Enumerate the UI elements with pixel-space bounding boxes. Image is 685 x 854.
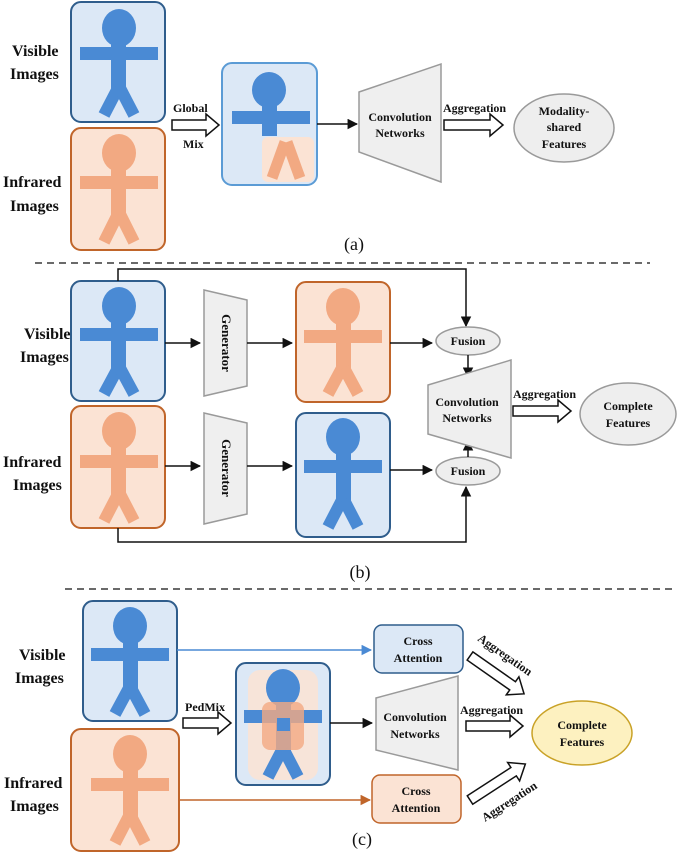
- generator-bottom-label: Generator: [219, 439, 234, 497]
- pedmix-arrow-icon: [182, 710, 233, 736]
- caption-a: (a): [344, 234, 364, 255]
- visible-label-b-line2: Images: [20, 349, 69, 366]
- cross-top-line2: Attention: [394, 651, 443, 665]
- conv-label-a-line2: Networks: [375, 126, 425, 140]
- person-figure-icon: [80, 287, 158, 397]
- visible-image-card-b: [70, 280, 166, 402]
- visible-label-a-line2: Images: [10, 66, 59, 83]
- output-a-line1: Modality-: [539, 104, 590, 118]
- aggregation-arrow-icon: [466, 761, 527, 806]
- bypass-bottom-line: [117, 485, 472, 543]
- pedmix-label: PedMix: [185, 700, 225, 714]
- complete-features-node-c: [531, 700, 633, 766]
- aggregation-label-b: Aggregation: [513, 387, 576, 401]
- output-a-line2: shared: [547, 120, 582, 134]
- pedmix-image-card: [235, 662, 331, 786]
- aggregation-arrow-icon: [512, 398, 573, 424]
- visible-label-c-line2: Images: [15, 670, 64, 687]
- infrared-label-c-line2: Images: [10, 798, 59, 815]
- aggregation-arrow-icon: [465, 713, 525, 739]
- caption-b: (b): [350, 562, 371, 583]
- bypass-top-line: [117, 268, 472, 328]
- visible-image-card-a: [70, 1, 166, 123]
- person-figure-icon: [91, 735, 169, 846]
- generator-bottom: [203, 412, 248, 525]
- cross-top-line1: Cross: [403, 634, 432, 648]
- visible-image-card-c: [82, 600, 178, 722]
- person-figure-icon: [304, 418, 382, 530]
- generator-top: [203, 289, 248, 397]
- panel-c: Visible Images Infrared Images PedMix: [4, 600, 633, 852]
- aggregation-arrow-icon: [443, 112, 505, 138]
- generated-infrared-card: [295, 281, 391, 403]
- cross-attention-bottom: [371, 774, 462, 824]
- conv-label-b-line1: Convolution: [435, 395, 499, 409]
- fusion-top-label: Fusion: [451, 334, 486, 348]
- person-figure-icon: [304, 288, 382, 397]
- conv-label-c-line2: Networks: [390, 727, 440, 741]
- global-mix-label-line2: Mix: [183, 137, 204, 151]
- infrared-label-c-line1: Infrared: [4, 775, 62, 792]
- conv-label-b-line2: Networks: [442, 411, 492, 425]
- infrared-label-a-line1: Infrared: [3, 174, 61, 191]
- cross-attention-top: [373, 624, 464, 674]
- panel-b: Visible Images Infrared Images Generator…: [3, 268, 677, 583]
- visible-label-c-line1: Visible: [19, 647, 66, 664]
- generated-visible-card: [295, 412, 391, 538]
- global-mix-label-line1: Global: [173, 101, 208, 115]
- visible-label-a-line1: Visible: [12, 43, 59, 60]
- output-c-line2: Features: [560, 735, 605, 749]
- aggregation-label-c-mid: Aggregation: [460, 703, 523, 717]
- output-c-line1: Complete: [557, 718, 607, 732]
- person-figure-icon: [91, 607, 169, 717]
- conv-network-a: [358, 62, 442, 184]
- complete-features-node-b: [579, 382, 677, 446]
- panel-a: Visible Images Infrared Images Global Mi…: [3, 1, 615, 255]
- infrared-image-card-a: [70, 127, 166, 251]
- cross-bottom-line2: Attention: [392, 801, 441, 815]
- conv-network-b: [427, 358, 512, 459]
- output-b-line1: Complete: [603, 399, 653, 413]
- infrared-legs-icon: [266, 140, 306, 180]
- conv-label-a-line1: Convolution: [368, 110, 432, 124]
- person-figure-icon: [80, 412, 158, 524]
- visible-label-b-line1: Visible: [24, 326, 71, 343]
- person-figure-icon: [232, 72, 310, 136]
- aggregation-label-a: Aggregation: [443, 101, 506, 115]
- output-a-line3: Features: [542, 137, 587, 151]
- global-mix-arrow-icon: [171, 112, 221, 138]
- output-b-line2: Features: [606, 416, 651, 430]
- cross-bottom-line1: Cross: [401, 784, 430, 798]
- aggregation-arrow-icon: [466, 650, 526, 696]
- person-figure-icon: [80, 134, 158, 245]
- fusion-bottom-label: Fusion: [451, 464, 486, 478]
- generator-top-label: Generator: [219, 314, 234, 372]
- person-figure-icon: [80, 9, 158, 118]
- infrared-label-a-line2: Images: [10, 198, 59, 215]
- conv-label-c-line1: Convolution: [383, 710, 447, 724]
- infrared-label-b-line1: Infrared: [3, 454, 61, 471]
- caption-c: (c): [352, 829, 372, 850]
- infrared-label-b-line2: Images: [13, 477, 62, 494]
- conv-network-c: [375, 675, 459, 771]
- infrared-image-card-c: [70, 728, 180, 852]
- infrared-image-card-b: [70, 405, 166, 529]
- mixed-image-card-a: [221, 62, 318, 186]
- modality-shared-features-node: [513, 93, 615, 163]
